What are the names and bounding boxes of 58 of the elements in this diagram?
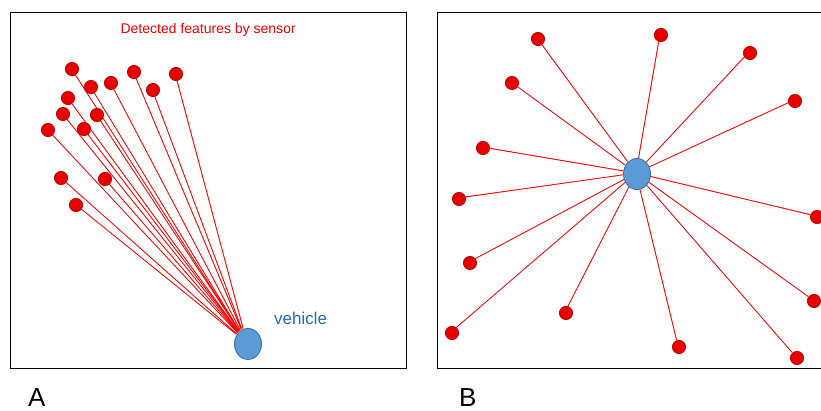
- panel-letter: A: [28, 382, 46, 411]
- feature-point: [807, 294, 821, 308]
- vehicle-marker: [234, 328, 262, 360]
- feature-point: [788, 94, 802, 108]
- connector-line: [176, 78, 244, 330]
- feature-point: [77, 122, 91, 136]
- feature-point: [65, 62, 79, 76]
- feature-point: [61, 91, 75, 105]
- feature-point: [810, 210, 821, 224]
- connector-line: [79, 207, 237, 335]
- feature-point: [69, 198, 83, 212]
- feature-point: [146, 83, 160, 97]
- connector-line: [638, 39, 660, 159]
- connector-line: [92, 90, 240, 332]
- connector-line: [64, 180, 238, 334]
- feature-point: [169, 67, 183, 81]
- feature-point: [654, 28, 668, 42]
- feature-point: [127, 65, 141, 79]
- feature-point: [531, 32, 545, 46]
- feature-point: [54, 171, 68, 185]
- feature-point: [56, 107, 70, 121]
- connector-line: [487, 148, 624, 172]
- connector-line: [474, 178, 625, 260]
- feature-point: [476, 141, 490, 155]
- connector-line: [645, 56, 746, 164]
- feature-point: [41, 123, 55, 137]
- panel-letter: B: [459, 382, 476, 411]
- connector-line: [515, 85, 626, 166]
- connector-line: [646, 180, 809, 297]
- connector-line: [639, 186, 678, 341]
- feature-point: [463, 256, 477, 270]
- feature-point: [672, 340, 686, 354]
- panel-frame: [437, 12, 821, 369]
- connector-line: [644, 183, 793, 353]
- feature-point: [104, 76, 118, 90]
- connector-line: [107, 182, 238, 333]
- feature-point: [90, 108, 104, 122]
- feature-point: [84, 80, 98, 94]
- connector-line: [648, 176, 811, 216]
- feature-point: [743, 46, 757, 60]
- connector-line: [540, 42, 628, 162]
- connector-line: [455, 181, 626, 329]
- connector-line: [154, 94, 242, 330]
- vehicle-marker: [623, 158, 651, 190]
- connector-line: [112, 86, 241, 331]
- panel-frame: [10, 12, 407, 369]
- connector-line: [134, 76, 242, 330]
- annotation-text: Detected features by sensor: [119, 19, 297, 38]
- vehicle-label: vehicle: [274, 309, 327, 329]
- feature-point: [452, 192, 466, 206]
- feature-point: [559, 306, 573, 320]
- connector-line: [648, 102, 790, 168]
- feature-point: [505, 76, 519, 90]
- feature-point: [445, 326, 459, 340]
- feature-point: [790, 351, 804, 365]
- feature-point: [98, 172, 112, 186]
- connector-line: [463, 174, 624, 198]
- connector-line: [567, 185, 630, 308]
